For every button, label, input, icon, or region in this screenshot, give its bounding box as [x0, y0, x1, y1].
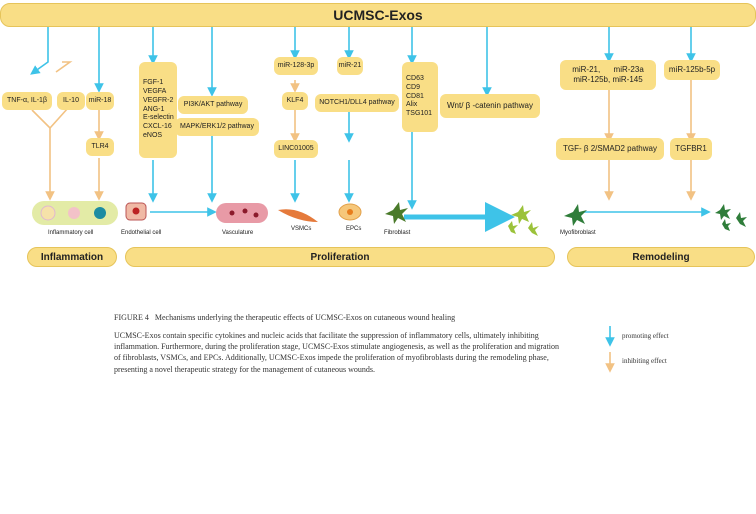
fibroblast-icon [385, 202, 408, 224]
inhibiting-arrows [31, 61, 696, 201]
mir18-box: miR-18 [86, 92, 114, 110]
figure-caption-title: FIGURE 4 Mechanisms underlying the thera… [114, 313, 455, 322]
vasculature-label: Vasculature [222, 230, 254, 236]
figure-caption-body: UCMSC-Exos contain specific cytokines an… [114, 331, 560, 374]
epcs-label: EPCs [346, 226, 362, 232]
vasculature-icon [216, 203, 268, 223]
tnf-il1b-box: TNF-α, IL-1β [2, 92, 52, 110]
inflammatory-cell-icon [32, 201, 118, 225]
tgfb2-smad2-box: TGF- β 2/SMAD2 pathway [556, 138, 664, 160]
growth-factor: ANG-1 [143, 105, 165, 113]
ucmsc-exos-banner: UCMSC-Exos [0, 3, 756, 27]
mir125b5p-box: miR-125b-5p [664, 60, 720, 80]
endothelial-cell-icon [125, 202, 147, 221]
mirna-line: miR-125b, miR-145 [573, 75, 643, 84]
tgfbr1-box: TGFBR1 [670, 138, 712, 160]
marker: Alix [406, 101, 418, 109]
myofibroblast-icon [564, 204, 587, 226]
mirna-line: miR-21, miR-23a [572, 65, 644, 74]
klf4-box: KLF4 [282, 92, 308, 110]
figure-title: Mechanisms underlying the therapeutic ef… [154, 313, 456, 322]
promoting-arrows [30, 24, 711, 217]
remodeled-myofibroblasts-icon [715, 204, 747, 231]
remodeling-stage-bar: Remodeling [567, 247, 755, 267]
marker: TSG101 [406, 110, 433, 118]
vsmc-icon [278, 209, 318, 222]
growth-factor: FGF-1 [143, 79, 164, 87]
growth-factor: CXCL-16 [143, 123, 172, 131]
inflammation-stage-bar: Inflammation [27, 247, 117, 267]
mir21-box: miR-21 [337, 57, 363, 75]
growth-factor: E-selectin [143, 114, 174, 122]
legend-inhibiting-label: inhibiting effect [622, 357, 667, 365]
il10-box: IL-10 [57, 92, 85, 110]
marker: CD9 [406, 83, 421, 91]
myofibroblast-label: Myofibroblast [560, 230, 596, 236]
legend-promoting-label: promoting effect [622, 332, 669, 340]
endothelial-cell-label: Endothelial cell [121, 230, 162, 236]
figure-label: FIGURE 4 [114, 313, 149, 322]
growth-factor: eNOS [143, 131, 163, 139]
proliferating-fibroblasts-icon [508, 205, 539, 236]
notch-dll4-box: NOTCH1/DLL4 pathway [315, 94, 399, 112]
inflammatory-cell-label: Inflammatory cell [48, 230, 94, 236]
epc-icon [338, 203, 362, 221]
mapk-erk-box: MAPK/ERK1/2 pathway [175, 118, 259, 136]
vsmcs-label: VSMCs [291, 226, 312, 232]
wnt-catenin-box: Wnt/ β -catenin pathway [440, 94, 540, 118]
linc01005-box: LINC01005 [274, 140, 318, 158]
tlr4-box: TLR4 [86, 138, 114, 156]
fibroblast-label: Fibroblast [384, 230, 411, 236]
growth-factor: VEGFR-2 [143, 96, 174, 104]
marker: CD63 [406, 75, 424, 83]
growth-factor: VEGFA [143, 88, 167, 96]
mir128-box: miR-128-3p [274, 57, 318, 75]
pi3k-akt-box: PI3K/AKT pathway [178, 96, 248, 114]
proliferation-stage-bar: Proliferation [125, 247, 555, 267]
marker: CD81 [406, 92, 424, 100]
